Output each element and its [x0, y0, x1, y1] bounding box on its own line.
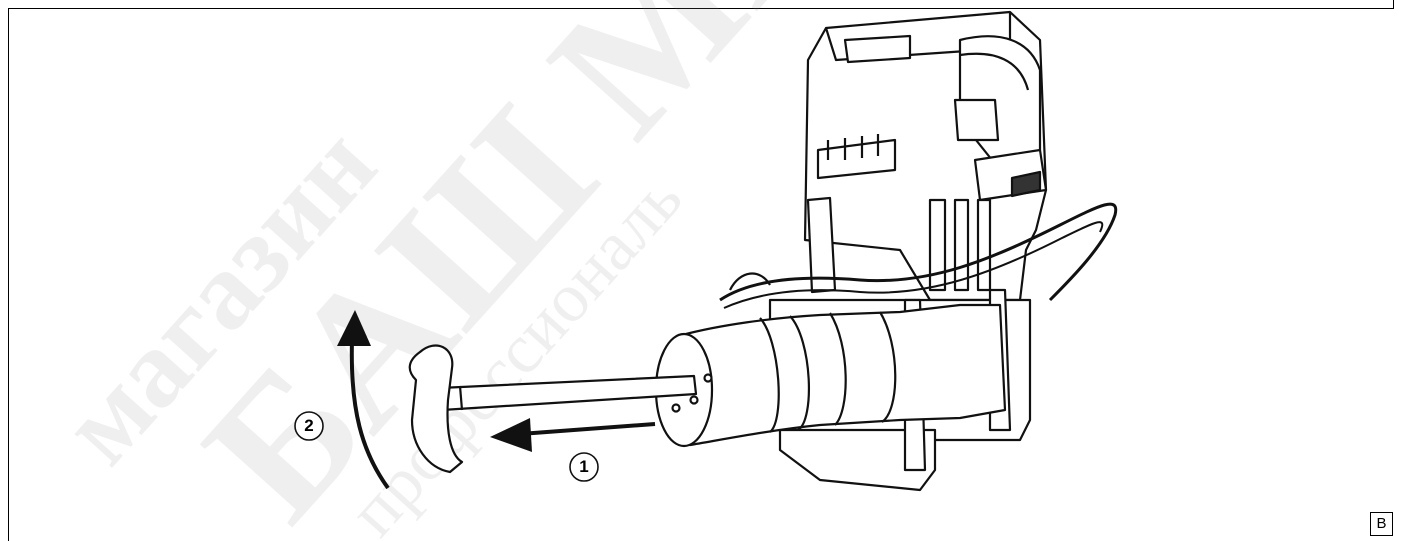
callout-1-circle [569, 452, 599, 482]
pull-arrow [490, 418, 656, 452]
rotate-arrow [337, 310, 390, 490]
panel-label: B [1370, 512, 1393, 536]
frame-border-left [8, 8, 9, 541]
frame-border-top [8, 8, 1394, 9]
frame-border-right [1393, 0, 1394, 9]
blower-unit [654, 10, 1118, 492]
callout-2-label: 2 [304, 416, 314, 435]
callout-1-label: 1 [579, 457, 589, 476]
t-handle-tool [408, 344, 698, 474]
callout-2-circle [294, 411, 324, 441]
